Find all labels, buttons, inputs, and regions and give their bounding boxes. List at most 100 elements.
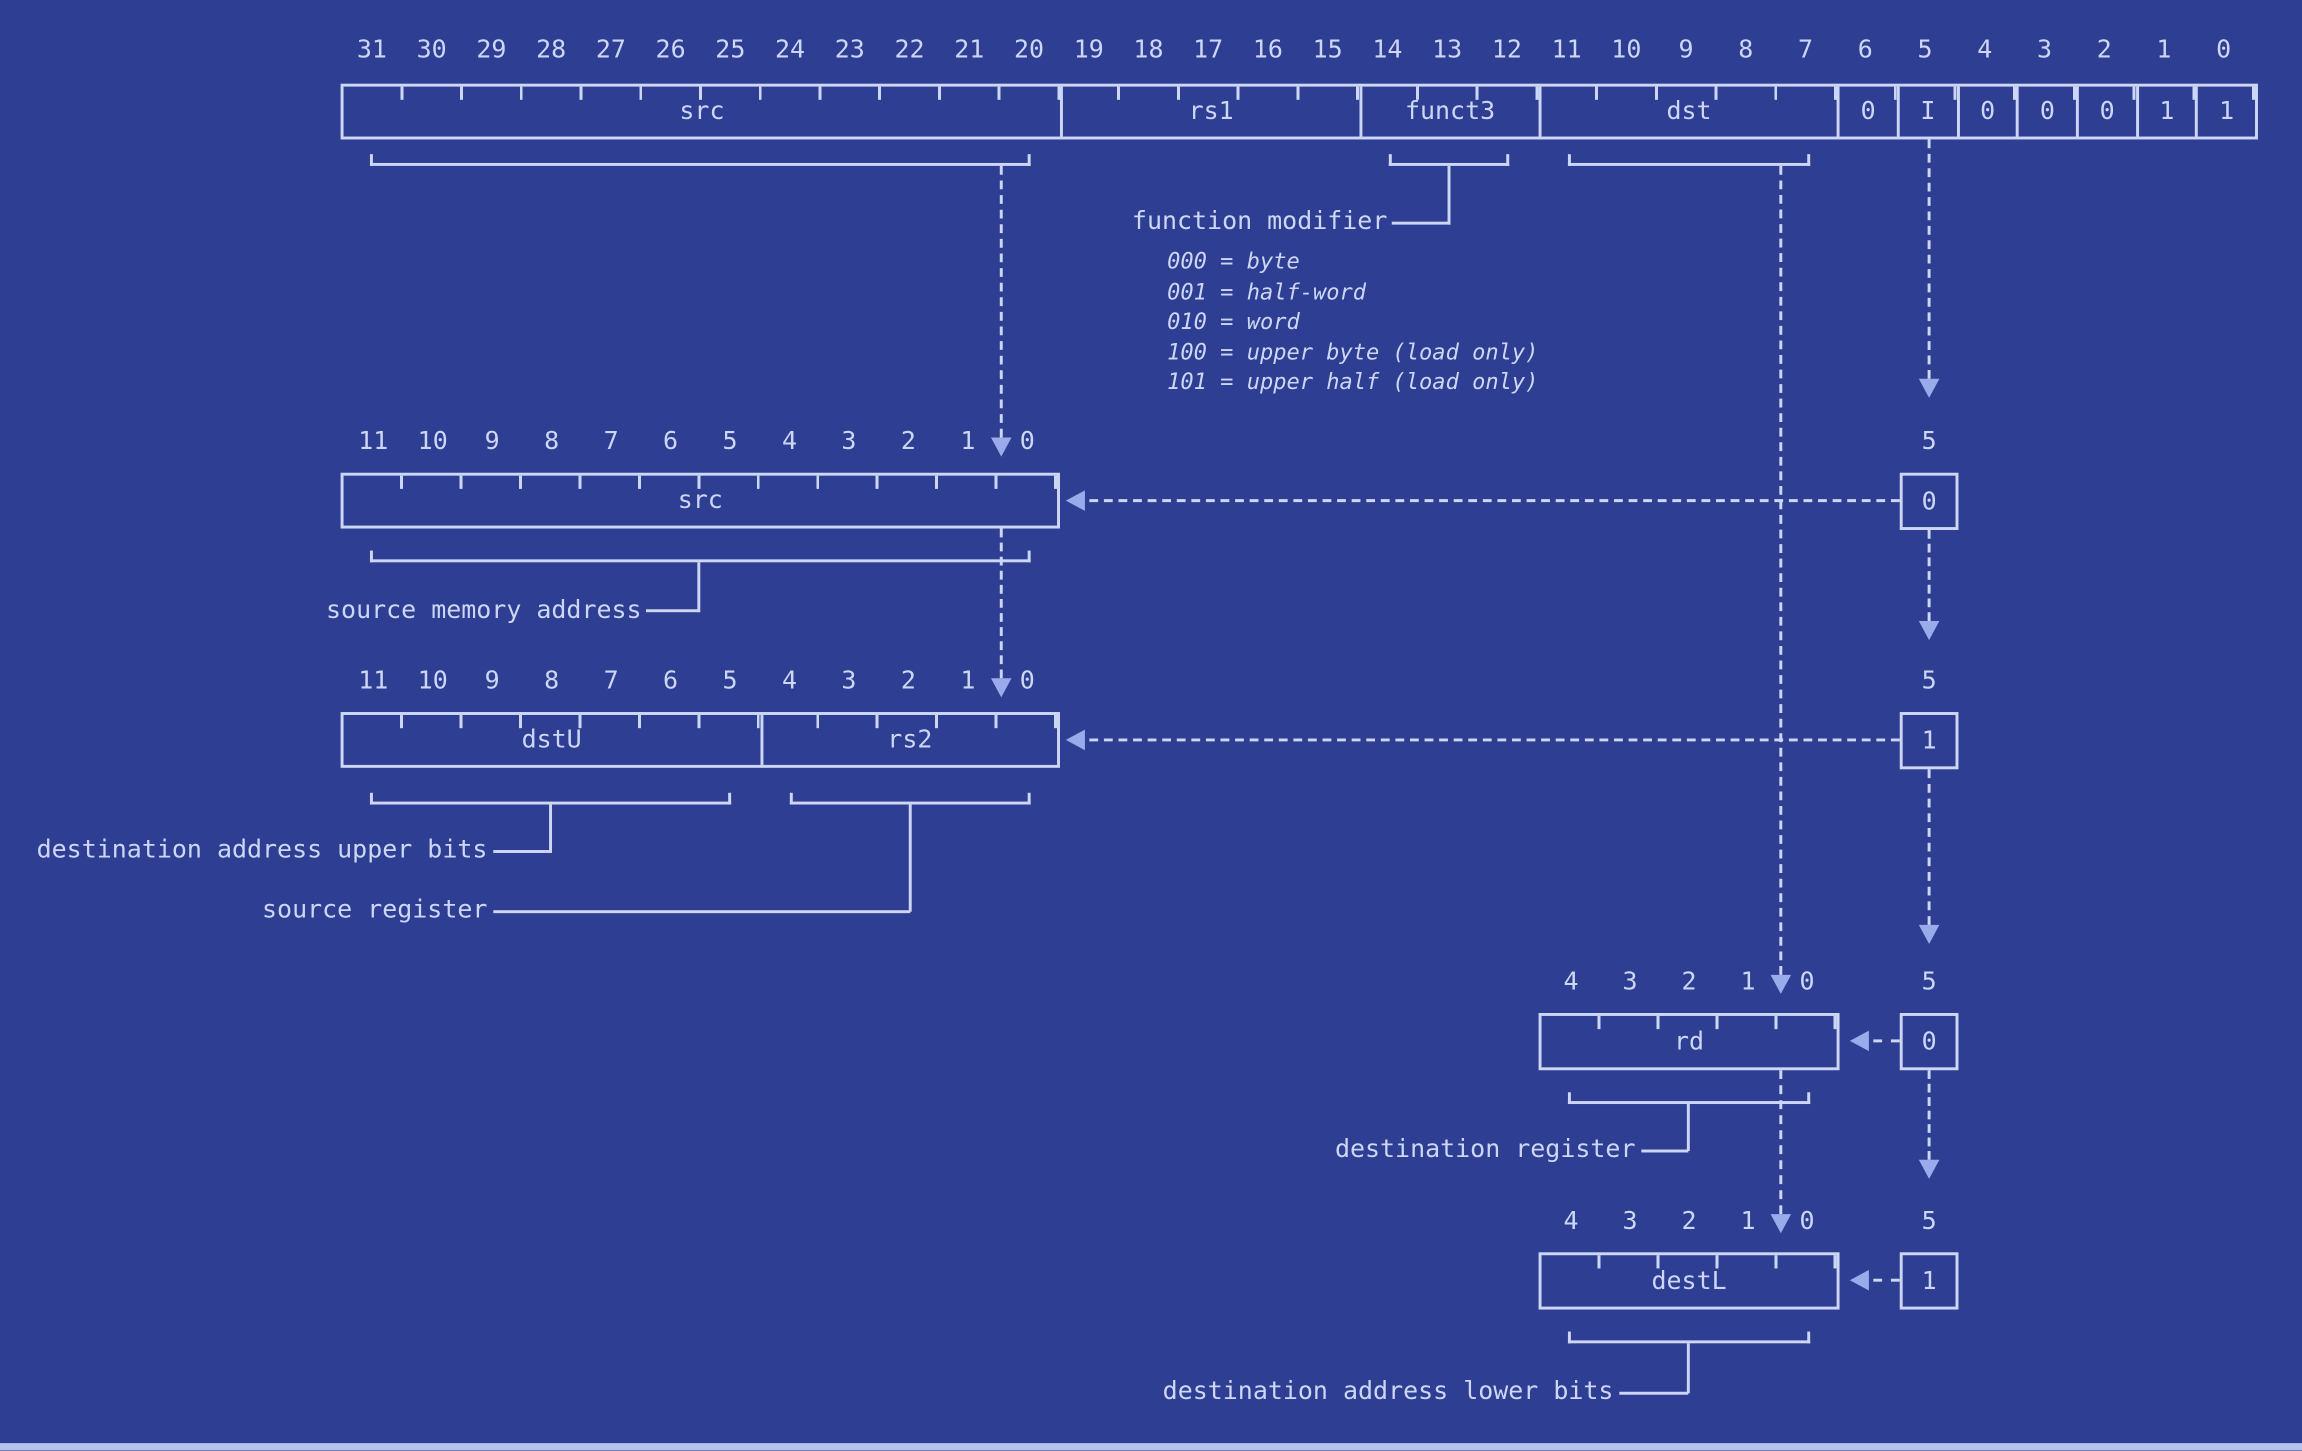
bit-number: 3 xyxy=(841,427,857,457)
bit-number: 11 xyxy=(358,666,389,696)
bit-number: 1 xyxy=(960,427,976,457)
bit-number: 11 xyxy=(1551,35,1582,65)
arrow-down-icon xyxy=(990,678,1012,698)
bit-number: 18 xyxy=(1133,35,1164,65)
bit-number: 4 xyxy=(1563,967,1579,997)
bit-number: 10 xyxy=(1611,35,1642,65)
caption-source-memory-address: source memory address xyxy=(326,596,642,626)
bit-number: 23 xyxy=(834,35,865,65)
bit-number: 1 xyxy=(1740,967,1756,997)
underbrace-rd xyxy=(1567,1092,1811,1105)
dashed-connector xyxy=(1927,529,1931,622)
bit-number: 0 xyxy=(1019,666,1035,696)
arrow-left-icon xyxy=(1849,1030,1869,1052)
instruction-bit-numbers: 31 30 29 28 27 26 25 24 23 22 21 20 19 1… xyxy=(342,35,2253,64)
arrow-down-icon xyxy=(1918,924,1940,944)
connector-line xyxy=(549,804,553,852)
bit-number: 8 xyxy=(544,666,560,696)
src-address-register: src xyxy=(340,472,1060,529)
underbrace-src xyxy=(369,154,1031,166)
dashed-connector xyxy=(1927,1070,1931,1160)
field-destL: destL xyxy=(1651,1266,1727,1296)
dashed-connector xyxy=(1089,738,1900,742)
underbrace-rs2 xyxy=(789,792,1031,805)
bit-number: 1 xyxy=(1740,1206,1756,1237)
field-funct3: funct3 xyxy=(1359,86,1538,137)
field-dstU: dstU xyxy=(521,725,582,755)
bit-number: 3 xyxy=(1622,1206,1638,1237)
bit-number: 8 xyxy=(544,427,560,457)
bit-number: 14 xyxy=(1372,35,1403,65)
ibit-value-box: 1 xyxy=(1899,712,1959,770)
ibit-number-label: 5 xyxy=(1921,427,1937,457)
funct3-option: 000 = byte xyxy=(1167,248,1300,275)
bit-number: 7 xyxy=(603,427,619,457)
opcode-bit-5: I xyxy=(1896,86,1957,137)
dstu-rs2-register: dstU rs2 xyxy=(340,712,1060,768)
bit-number: 2 xyxy=(1681,1206,1697,1237)
dashed-connector xyxy=(999,528,1003,679)
bit-number: 0 xyxy=(1799,1206,1815,1237)
destl-register: destL xyxy=(1538,1252,1840,1310)
connector-line xyxy=(908,804,912,912)
field-rd: rd xyxy=(1674,1026,1705,1057)
connector-line xyxy=(1391,221,1451,225)
bit-number: 7 xyxy=(1798,35,1814,65)
ibit-value-box: 0 xyxy=(1899,1012,1959,1071)
bit-number: 19 xyxy=(1073,35,1104,65)
connector-line xyxy=(1686,1343,1690,1394)
bit-number: 26 xyxy=(655,35,686,65)
bit-number: 4 xyxy=(1563,1206,1579,1237)
opcode-bit-2: 0 xyxy=(2075,86,2136,137)
arrow-left-icon xyxy=(1065,729,1085,751)
bit-number: 7 xyxy=(603,666,619,696)
ibit-value-box: 1 xyxy=(1899,1252,1959,1310)
bit-number: 2 xyxy=(1681,967,1697,997)
bit-number: 0 xyxy=(1799,967,1815,997)
bit-number: 3 xyxy=(2036,35,2053,65)
connector-line xyxy=(1619,1391,1689,1395)
funct3-option: 010 = word xyxy=(1167,308,1300,335)
arrow-down-icon xyxy=(990,437,1012,457)
caption-function-modifier: function modifier xyxy=(1131,207,1388,237)
field-rs2: rs2 xyxy=(759,714,1057,765)
opcode-bit-3: 0 xyxy=(2016,86,2076,137)
caption-destination-address-upper-bits: destination address upper bits xyxy=(36,835,488,865)
bit-number: 3 xyxy=(841,666,857,696)
bit-number: 1 xyxy=(2156,35,2172,65)
connector-line xyxy=(1686,1104,1690,1151)
instruction-register: src rs1 funct3 dst 0 I 0 0 0 1 1 xyxy=(340,83,2258,140)
connector-line xyxy=(493,910,911,914)
bit-number: 21 xyxy=(954,35,985,65)
bit-number: 15 xyxy=(1312,35,1343,65)
bit-number: 17 xyxy=(1193,35,1224,65)
dashed-connector xyxy=(1873,1278,1900,1282)
bottom-edge xyxy=(0,1443,2302,1451)
underbrace-src-address xyxy=(369,550,1031,563)
bit-number: 2 xyxy=(900,666,916,696)
bit-number: 13 xyxy=(1432,35,1463,65)
bit-number: 6 xyxy=(1857,35,1873,65)
caption-source-register: source register xyxy=(262,895,488,925)
field-src: src xyxy=(677,485,723,516)
dashed-connector xyxy=(1089,499,1900,503)
bit-number: 25 xyxy=(715,35,746,65)
dashed-connector xyxy=(1779,1070,1783,1215)
bit-number: 9 xyxy=(484,427,500,457)
bit-number: 4 xyxy=(781,666,798,696)
bit-number: 16 xyxy=(1252,35,1283,65)
ibit-number-label: 5 xyxy=(1921,1206,1937,1237)
bit-number: 5 xyxy=(1917,35,1933,65)
opcode-bit-4: 0 xyxy=(1956,86,2016,137)
connector-line xyxy=(1447,165,1451,225)
dashed-connector xyxy=(1927,769,1931,925)
bit-number: 6 xyxy=(663,666,679,696)
ibit-number-label: 5 xyxy=(1921,666,1937,696)
arrow-down-icon xyxy=(1918,621,1940,641)
bit-number: 11 xyxy=(358,427,389,457)
bit-number: 4 xyxy=(1977,35,1993,65)
dashed-connector xyxy=(1779,165,1783,975)
bit-number: 22 xyxy=(894,35,925,65)
opcode-bit-0: 1 xyxy=(2195,86,2255,137)
connector-line xyxy=(493,850,553,853)
